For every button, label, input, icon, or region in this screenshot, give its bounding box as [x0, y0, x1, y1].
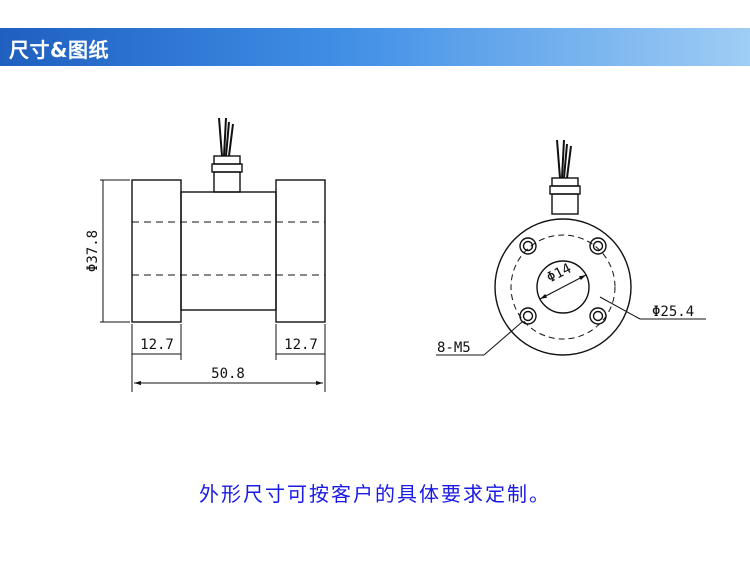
side-body [180, 191, 277, 311]
side-view [100, 117, 326, 392]
bolt-circle-leader [599, 296, 641, 320]
holes-leader [483, 321, 523, 356]
front-inner-bore [536, 260, 590, 314]
front-cable [556, 139, 572, 179]
side-right-flange [275, 179, 326, 323]
front-view [436, 139, 706, 356]
section-header: 尺寸&图纸 [0, 28, 750, 66]
inner-diameter-dimension-line [539, 274, 587, 300]
total-length-label: 50.8 [211, 366, 245, 382]
side-cable [218, 117, 234, 157]
section-title: 尺寸&图纸 [9, 38, 109, 62]
side-left-flange [131, 179, 182, 323]
bolt-circle-label: Φ25.4 [652, 304, 694, 320]
front-bolt-circle [510, 234, 616, 340]
front-connector [549, 177, 581, 215]
side-diameter-label: Φ37.8 [85, 230, 101, 272]
front-mounting-holes [519, 237, 607, 325]
customization-note: 外形尺寸可按客户的具体要求定制。 [199, 482, 551, 506]
holes-label: 8-M5 [437, 340, 471, 356]
front-outer-circle [494, 218, 632, 356]
right-flange-label: 12.7 [284, 337, 318, 353]
side-connector [211, 155, 243, 193]
left-flange-label: 12.7 [140, 337, 174, 353]
